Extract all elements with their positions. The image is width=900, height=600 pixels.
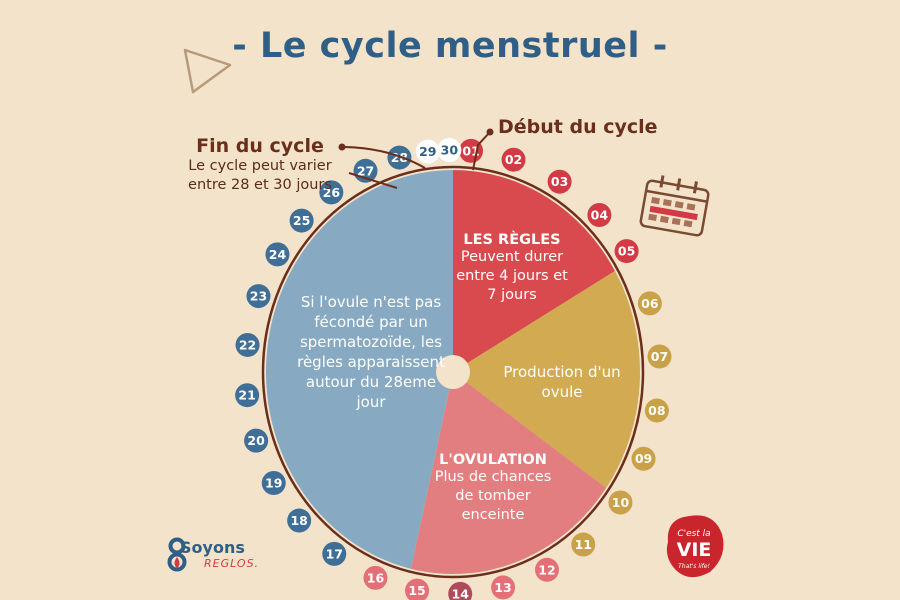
day-marker-28	[387, 145, 412, 170]
day-marker-24	[265, 242, 290, 267]
day-marker-07	[647, 344, 672, 369]
day-marker-06	[637, 291, 662, 316]
day-marker-29	[415, 139, 440, 164]
day-marker-05	[614, 239, 639, 264]
day-marker-04	[587, 203, 612, 228]
day-marker-21	[235, 383, 260, 408]
day-label-15: 15	[408, 583, 425, 598]
day-marker-23	[246, 284, 271, 309]
day-label-20: 20	[247, 433, 265, 448]
day-label-13: 13	[494, 580, 511, 595]
page-title: - Le cycle menstruel -	[232, 26, 668, 66]
start-connector	[472, 131, 491, 171]
soyons-reglos-logo: Soyons REGLOS.	[180, 538, 259, 570]
day-marker-17	[322, 541, 347, 566]
day-marker-26	[319, 180, 344, 205]
segment-production-text: Production d'un ovule	[503, 363, 621, 401]
day-marker-22	[235, 332, 260, 357]
cycle-end-title: Fin du cycle	[196, 135, 324, 157]
day-label-09: 09	[635, 451, 652, 466]
segment-ovulation-body: Plus de chances de tomber enceinte	[434, 469, 552, 523]
day-marker-02	[501, 147, 526, 172]
day-marker-19	[261, 471, 286, 495]
segment-regles-body: Peuvent durer entre 4 jours et 7 jours	[456, 249, 568, 303]
day-label-11: 11	[575, 537, 592, 552]
segment-ovulation-title: L'OVULATION	[439, 452, 547, 468]
day-label-27: 27	[357, 163, 374, 178]
day-label-03: 03	[551, 174, 568, 189]
day-marker-10	[608, 490, 633, 515]
wheel-outline	[261, 165, 645, 579]
cycle-wedges	[261, 165, 645, 579]
day-label-08: 08	[648, 403, 665, 418]
day-marker-09	[631, 446, 656, 471]
logo-left-line1: Soyons	[180, 538, 245, 557]
segment-ovulation-text: L'OVULATION Plus de chances de tomber en…	[428, 452, 558, 525]
day-label-25: 25	[293, 213, 310, 228]
wheel-center	[436, 355, 470, 389]
day-label-21: 21	[238, 388, 255, 403]
logo-left-line2: REGLOS.	[204, 557, 260, 570]
day-marker-18	[287, 508, 312, 533]
end-connector-dot	[338, 143, 346, 151]
day-label-28: 28	[391, 150, 408, 165]
day-label-10: 10	[612, 495, 630, 510]
day-label-05: 05	[618, 244, 635, 259]
day-label-04: 04	[591, 208, 609, 223]
logo-right-line2: VIE	[677, 539, 712, 561]
wedge-production	[453, 271, 641, 488]
cycle-start-label: Début du cycle	[498, 116, 658, 138]
day-label-30: 30	[441, 143, 459, 158]
day-label-19: 19	[265, 476, 282, 491]
wedge-rest	[266, 170, 453, 569]
end-connector-2	[348, 172, 398, 189]
wedge-regles	[453, 170, 615, 372]
end-connector	[344, 146, 426, 169]
day-label-18: 18	[290, 513, 307, 528]
soyons-reglos-logo-mark	[167, 537, 187, 572]
day-label-12: 12	[538, 562, 555, 577]
day-label-29: 29	[419, 144, 436, 159]
calendar-icon	[639, 175, 710, 237]
cycle-end-note: Fin du cycle Le cycle peut varier entre …	[170, 135, 350, 195]
day-marker-30	[437, 138, 462, 163]
segment-regles-title: LES RÈGLES	[463, 232, 561, 248]
day-label-24: 24	[269, 247, 287, 262]
day-marker-15	[405, 578, 430, 600]
day-marker-16	[363, 565, 388, 590]
day-marker-25	[289, 208, 314, 233]
day-label-17: 17	[326, 546, 343, 561]
day-marker-08	[644, 398, 669, 423]
day-marker-20	[244, 428, 269, 453]
triangle-icon	[183, 48, 232, 94]
segment-regles-text: LES RÈGLES Peuvent durer entre 4 jours e…	[452, 232, 572, 305]
day-marker-11	[571, 532, 596, 557]
day-marker-13	[491, 575, 516, 600]
day-marker-03	[547, 169, 572, 194]
logo-right-line1: C'est la	[677, 529, 710, 539]
day-label-23: 23	[250, 289, 267, 304]
cest-la-vie-logo: C'est la VIE That's life!	[666, 515, 724, 578]
day-marker-14	[448, 581, 473, 600]
start-connector-dot	[486, 128, 494, 136]
logo-right-line3: That's life!	[678, 563, 710, 570]
day-label-07: 07	[651, 349, 668, 364]
cycle-end-body: Le cycle peut varier entre 28 et 30 jour…	[188, 158, 332, 193]
day-label-22: 22	[239, 337, 256, 352]
day-markers: 0102030405060708091011121314151617181920…	[235, 138, 672, 600]
segment-rest-text: Si l'ovule n'est pas fécondé par un sper…	[297, 293, 445, 411]
day-label-02: 02	[505, 152, 522, 167]
day-label-26: 26	[323, 185, 341, 200]
wedge-ovulation	[410, 372, 607, 574]
day-label-16: 16	[367, 570, 385, 585]
day-label-14: 14	[452, 586, 470, 600]
day-marker-12	[534, 557, 559, 582]
day-label-06: 06	[641, 296, 659, 311]
